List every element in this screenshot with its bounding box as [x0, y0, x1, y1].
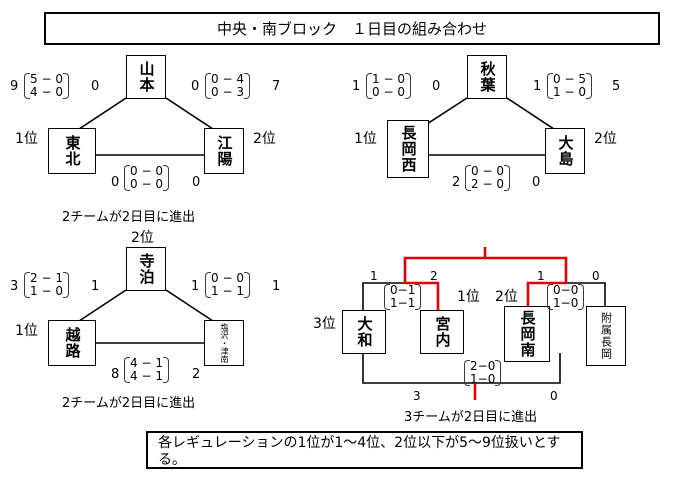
score-total: 5 — [612, 79, 621, 94]
score-total: 1 — [272, 279, 281, 294]
rank-label: 1位 — [354, 131, 377, 147]
page-title: 中央・南ブロック １日目の組み合わせ — [44, 12, 660, 45]
team-koyo: 江陽 — [204, 128, 244, 174]
rank-label: 2位 — [131, 230, 154, 246]
advance-note: 3チームが2日目に進出 — [404, 410, 538, 425]
score-total: 2 — [430, 269, 438, 283]
advance-note: 2チームが2日目に進出 — [62, 396, 196, 411]
score-total: 3 — [413, 389, 421, 403]
footer-note: 各レギュレーションの1位が1～4位、2位以下が5～9位扱いとする。 — [146, 431, 583, 469]
team-akiha: 秋葉 — [467, 55, 507, 99]
score-total: 1 — [370, 269, 378, 283]
score-total: 1 — [533, 79, 542, 94]
team-tohoku: 東北 — [48, 128, 96, 174]
team-nagaoka-minami: 長岡南 — [504, 306, 550, 362]
rank-label: 1位 — [457, 289, 480, 305]
team-koshiji: 越路 — [48, 320, 96, 366]
rank-label: 3位 — [313, 316, 336, 332]
rank-label: 2位 — [495, 289, 518, 305]
score-total: 8 — [111, 367, 120, 382]
score-total: 0 — [191, 79, 200, 94]
score-total: 0 — [432, 79, 441, 94]
score-total: 0 — [111, 175, 120, 190]
team-oshima: 大島 — [545, 128, 585, 174]
score-total: 9 — [10, 79, 19, 94]
score-total: 1 — [91, 279, 100, 294]
team-fuzoku-nagaoka: 附属長岡 — [586, 306, 626, 366]
score-total: 0 — [532, 175, 541, 190]
team-yamato: 大和 — [342, 310, 386, 354]
score-total: 0 — [192, 175, 201, 190]
score-total: 7 — [272, 79, 281, 94]
rank-label: 1位 — [15, 131, 38, 147]
team-miyauchi: 宮内 — [420, 310, 464, 354]
score-total: 2 — [192, 367, 201, 382]
score-total: 0 — [91, 79, 100, 94]
rank-label: 1位 — [15, 323, 38, 339]
score-total: 1 — [191, 279, 200, 294]
score-total: 2 — [452, 175, 461, 190]
rank-label: 2位 — [253, 131, 276, 147]
score-total: 3 — [10, 279, 19, 294]
group2-lines — [409, 97, 564, 156]
advance-note: 2チームが2日目に進出 — [62, 210, 196, 225]
score-total: 0 — [550, 389, 558, 403]
score-total: 1 — [352, 79, 361, 94]
team-nagaoka-nishi: 長岡西 — [387, 120, 429, 178]
team-shiozawa-tsunan: 塩沢・津南 — [204, 320, 244, 366]
rank-label: 2位 — [594, 131, 617, 147]
team-teradomari: 寺泊 — [126, 247, 166, 291]
score-total: 0 — [592, 269, 600, 283]
team-yamamoto: 山本 — [126, 55, 166, 99]
score-total: 1 — [537, 269, 545, 283]
group4-winner-lines — [403, 247, 568, 400]
